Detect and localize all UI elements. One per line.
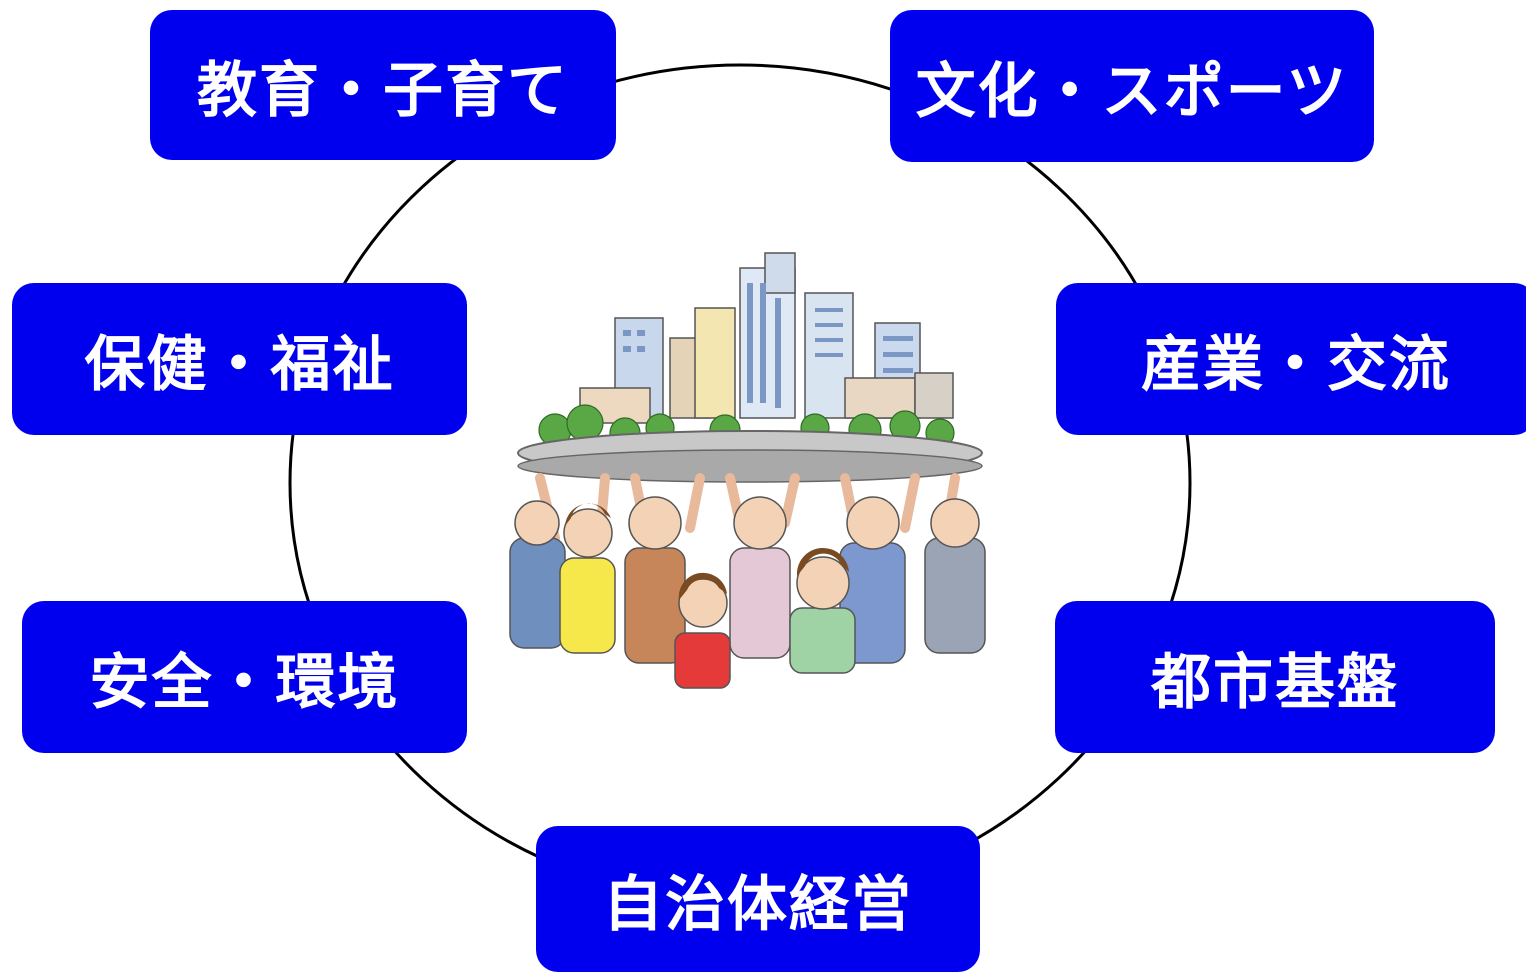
category-industry-exchange-box[interactable]: 産業・交流: [1056, 283, 1526, 435]
crowd: [509, 537, 986, 689]
faces: [514, 496, 980, 628]
category-health-welfare-label: 保健・福祉: [84, 329, 395, 400]
category-education-label: 教育・子育て: [197, 55, 569, 126]
category-safety-environment-box[interactable]: 安全・環境: [22, 601, 467, 753]
category-safety-environment-label: 安全・環境: [89, 647, 400, 718]
category-culture-sports-label: 文化・スポーツ: [915, 56, 1349, 127]
category-municipal-management-box[interactable]: 自治体経営: [536, 826, 980, 972]
category-culture-sports-box[interactable]: 文化・スポーツ: [890, 10, 1374, 162]
category-education-box[interactable]: 教育・子育て: [150, 10, 616, 160]
building-windows: [623, 283, 913, 408]
category-industry-exchange-label: 産業・交流: [1141, 329, 1451, 400]
category-municipal-management-label: 自治体経営: [603, 869, 913, 940]
category-urban-infrastructure-box[interactable]: 都市基盤: [1055, 601, 1495, 753]
category-urban-infrastructure-label: 都市基盤: [1151, 647, 1399, 718]
category-health-welfare-box[interactable]: 保健・福祉: [12, 283, 467, 435]
hair: [565, 503, 849, 600]
city-illustration: [509, 252, 986, 689]
